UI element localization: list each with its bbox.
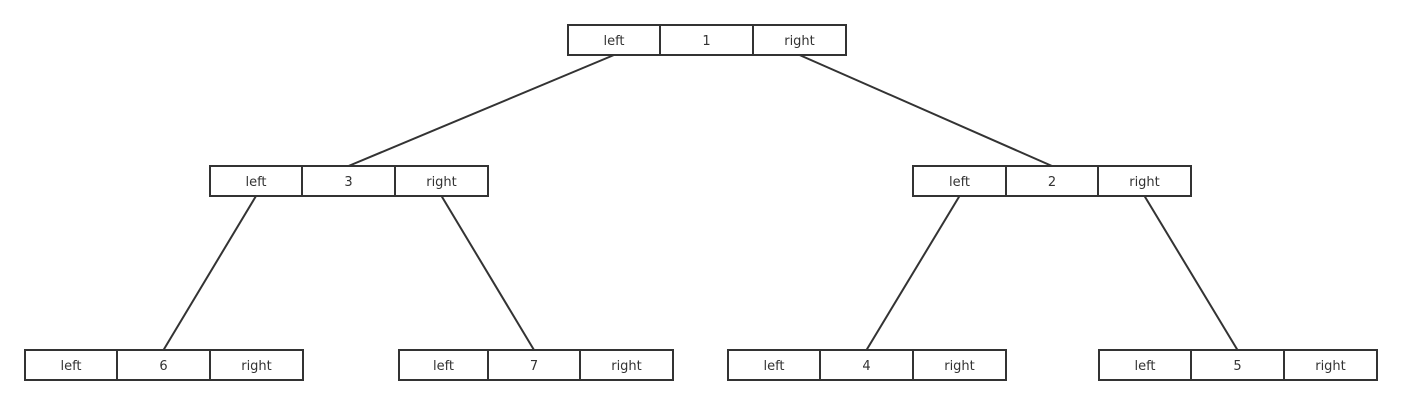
node-4-right-cell: [912, 349, 1007, 381]
node-5-left-cell: [1098, 349, 1192, 381]
node-3-left-label: left: [245, 175, 266, 190]
node-3-right-label: right: [426, 175, 457, 190]
node-6-value-label: 6: [159, 359, 167, 374]
node-1-value-cell: [659, 24, 754, 56]
tree-node-7: left 7 right: [398, 349, 674, 381]
tree-node-4: left 4 right: [727, 349, 1007, 381]
node-7-right-label: right: [611, 359, 642, 374]
node-2-right-cell: [1097, 165, 1192, 197]
edge-1-left-to-3: [348, 54, 615, 167]
nodes-layer: left 1 right left 3 right left 2 right left 6 right…: [24, 24, 1378, 381]
edges-layer: [162, 54, 1239, 351]
node-7-value-label: 7: [530, 359, 538, 374]
node-5-value-label: 5: [1233, 359, 1241, 374]
node-5-left-label: left: [1134, 359, 1155, 374]
tree-node-3: left 3 right: [209, 165, 489, 197]
node-5-right-label: right: [1315, 359, 1346, 374]
node-6-left-cell: [24, 349, 118, 381]
node-5-right-cell: [1283, 349, 1378, 381]
node-6-right-cell: [209, 349, 304, 381]
node-3-right-cell: [394, 165, 489, 197]
tree-node-5: left 5 right: [1098, 349, 1378, 381]
node-2-right-label: right: [1129, 175, 1160, 190]
edge-2-left-to-4: [865, 195, 961, 351]
node-6-left-label: left: [60, 359, 81, 374]
node-3-value-label: 3: [344, 175, 352, 190]
node-1-right-cell: [752, 24, 847, 56]
node-2-left-label: left: [949, 175, 970, 190]
node-3-value-cell: [301, 165, 396, 197]
node-2-value-cell: [1005, 165, 1099, 197]
node-1-left-label: left: [603, 34, 624, 49]
node-1-right-label: right: [784, 34, 815, 49]
node-7-left-cell: [398, 349, 489, 381]
edge-3-left-to-6: [162, 195, 257, 351]
node-1-left-cell: [567, 24, 661, 56]
node-4-value-label: 4: [862, 359, 870, 374]
node-7-value-cell: [487, 349, 581, 381]
tree-node-6: left 6 right: [24, 349, 304, 381]
tree-node-1: left 1 right: [567, 24, 847, 56]
edge-3-right-to-7: [440, 195, 535, 351]
node-7-left-label: left: [433, 359, 454, 374]
node-5-value-cell: [1190, 349, 1285, 381]
node-4-left-label: left: [763, 359, 784, 374]
node-2-left-cell: [912, 165, 1007, 197]
node-4-value-cell: [819, 349, 914, 381]
edge-1-right-to-2: [799, 54, 1053, 167]
node-4-left-cell: [727, 349, 821, 381]
node-7-right-cell: [579, 349, 674, 381]
node-4-right-label: right: [944, 359, 975, 374]
tree-node-2: left 2 right: [912, 165, 1192, 197]
node-2-value-label: 2: [1048, 175, 1056, 190]
edge-2-right-to-5: [1143, 195, 1239, 351]
node-1-value-label: 1: [702, 34, 710, 49]
node-6-right-label: right: [241, 359, 272, 374]
